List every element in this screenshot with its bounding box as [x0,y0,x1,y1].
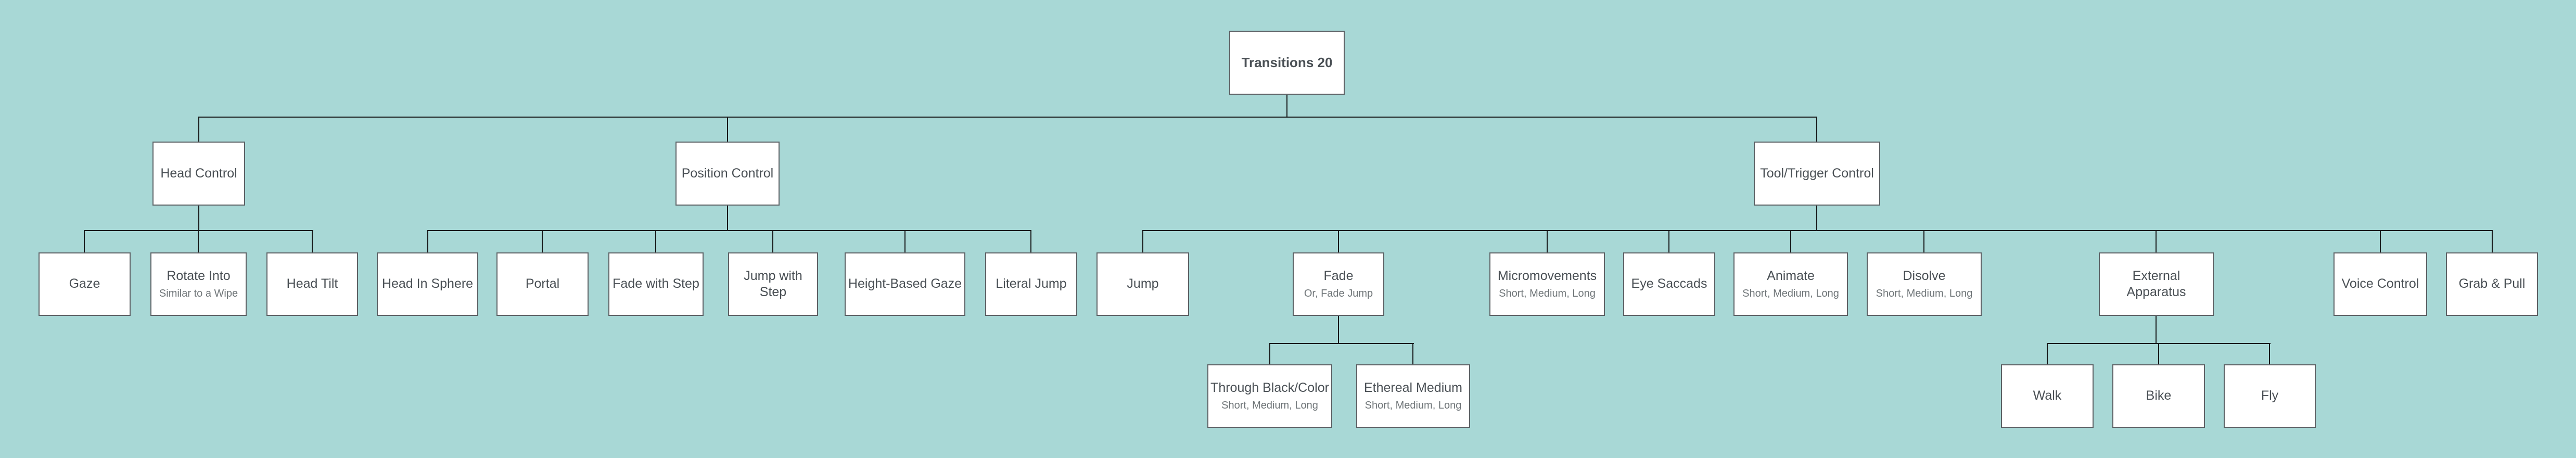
node-label: Voice Control [2341,276,2419,291]
node-label: Literal Jump [996,276,1067,291]
connector-drop-literal-jump [1030,230,1031,253]
connector-drop-animate [1790,230,1791,253]
node-label: Head In Sphere [381,276,474,291]
node-grab-pull[interactable]: Grab & Pull [2446,252,2538,316]
connector-drop-fade-with-step [655,230,656,253]
node-rotate-into[interactable]: Rotate Into Similar to a Wipe [150,252,247,316]
node-label: Micromovements [1497,268,1597,283]
node-label: Jump with Step [744,268,802,299]
connector-level1-bus [198,117,1817,118]
node-voice-control[interactable]: Voice Control [2333,252,2427,316]
node-position-control[interactable]: Position Control [675,142,780,206]
node-label: Eye Saccads [1631,276,1707,291]
connector-drop-portal [542,230,543,253]
node-eye-saccads[interactable]: Eye Saccads [1623,252,1715,316]
node-fade-with-step[interactable]: Fade with Step [608,252,704,316]
node-literal-jump[interactable]: Literal Jump [985,252,1077,316]
node-sublabel: Short, Medium, Long [1499,288,1596,300]
node-head-in-sphere[interactable]: Head In Sphere [377,252,478,316]
node-label: Ethereal Medium [1364,380,1462,395]
node-label: Position Control [681,166,774,181]
node-transitions-20[interactable]: Transitions 20 [1229,31,1345,95]
connector-drop-grab-pull [2492,230,2493,253]
connector-drop-position-control [727,117,728,143]
node-animate[interactable]: Animate Short, Medium, Long [1733,252,1848,316]
connector-drop-bike [2158,343,2159,365]
node-sublabel: Short, Medium, Long [1742,288,1839,300]
node-label: Disolve [1903,268,1946,283]
connector-drop-disolve [1923,230,1924,253]
connector-external-apparatus-stem [2156,316,2157,344]
node-ethereal-medium[interactable]: Ethereal Medium Short, Medium, Long [1356,364,1470,428]
node-tool-trigger-control[interactable]: Tool/Trigger Control [1754,142,1880,206]
node-sublabel: Similar to a Wipe [159,288,238,300]
connector-drop-tool-trigger-control [1816,117,1817,143]
node-label: Fade [1323,268,1354,283]
node-label: External Apparatus [2126,268,2186,299]
node-head-control[interactable]: Head Control [152,142,245,206]
connector-drop-rotate-into [198,230,199,253]
node-label: Grab & Pull [2458,276,2526,291]
connector-tool-trigger-stem [1816,206,1817,231]
node-label: Fly [2261,388,2279,403]
node-label: Gaze [69,276,100,291]
node-label: Portal [525,276,560,291]
connector-fade-stem [1338,316,1339,344]
connector-position-control-stem [727,206,728,231]
connector-drop-fade [1338,230,1339,253]
connector-drop-external-apparatus [2156,230,2157,253]
node-jump[interactable]: Jump [1096,252,1189,316]
node-label: Walk [2033,388,2062,403]
node-micromovements[interactable]: Micromovements Short, Medium, Long [1489,252,1605,316]
node-label: Animate [1767,268,1815,283]
connector-position-control-bus [427,230,1031,231]
connector-drop-ethereal-medium [1412,343,1413,365]
connector-tool-trigger-bus [1142,230,2493,231]
node-portal[interactable]: Portal [496,252,589,316]
node-walk[interactable]: Walk [2001,364,2094,428]
connector-drop-fly [2269,343,2270,365]
node-label: Jump [1127,276,1159,291]
node-label: Rotate Into [167,268,231,283]
connector-drop-jump [1142,230,1143,253]
node-fly[interactable]: Fly [2224,364,2316,428]
node-sublabel: Or, Fade Jump [1304,288,1373,300]
node-label: Height-Based Gaze [848,276,962,291]
node-sublabel: Short, Medium, Long [1364,400,1462,412]
connector-drop-gaze [84,230,85,253]
connector-drop-head-in-sphere [427,230,428,253]
connector-root-stem [1286,95,1287,118]
connector-drop-eye-saccads [1668,230,1669,253]
node-label: Tool/Trigger Control [1760,166,1874,181]
node-gaze[interactable]: Gaze [39,252,131,316]
node-label: Head Tilt [286,276,338,291]
connector-drop-micromovements [1547,230,1548,253]
node-fade[interactable]: Fade Or, Fade Jump [1293,252,1384,316]
connector-drop-height-based-gaze [904,230,906,253]
connector-drop-head-control [198,117,199,143]
node-label: Bike [2146,388,2172,403]
node-through-black-color[interactable]: Through Black/Color Short, Medium, Long [1207,364,1332,428]
connector-head-control-stem [198,206,199,231]
connector-drop-jump-with-step [772,230,773,253]
node-external-apparatus[interactable]: External Apparatus [2099,252,2214,316]
node-head-tilt[interactable]: Head Tilt [266,252,358,316]
node-label: Fade with Step [613,276,699,291]
node-bike[interactable]: Bike [2112,364,2205,428]
connector-drop-voice-control [2380,230,2381,253]
node-label: Head Control [160,166,237,181]
node-disolve[interactable]: Disolve Short, Medium, Long [1867,252,1982,316]
node-sublabel: Short, Medium, Long [1221,400,1318,412]
node-label: Transitions 20 [1241,55,1333,71]
node-height-based-gaze[interactable]: Height-Based Gaze [845,252,965,316]
node-jump-with-step[interactable]: Jump with Step [728,252,818,316]
connector-drop-through-black-color [1269,343,1270,365]
connector-fade-bus [1269,343,1414,344]
node-sublabel: Short, Medium, Long [1876,288,1973,300]
node-label: Through Black/Color [1210,380,1329,395]
connector-drop-head-tilt [312,230,313,253]
connector-drop-walk [2047,343,2048,365]
